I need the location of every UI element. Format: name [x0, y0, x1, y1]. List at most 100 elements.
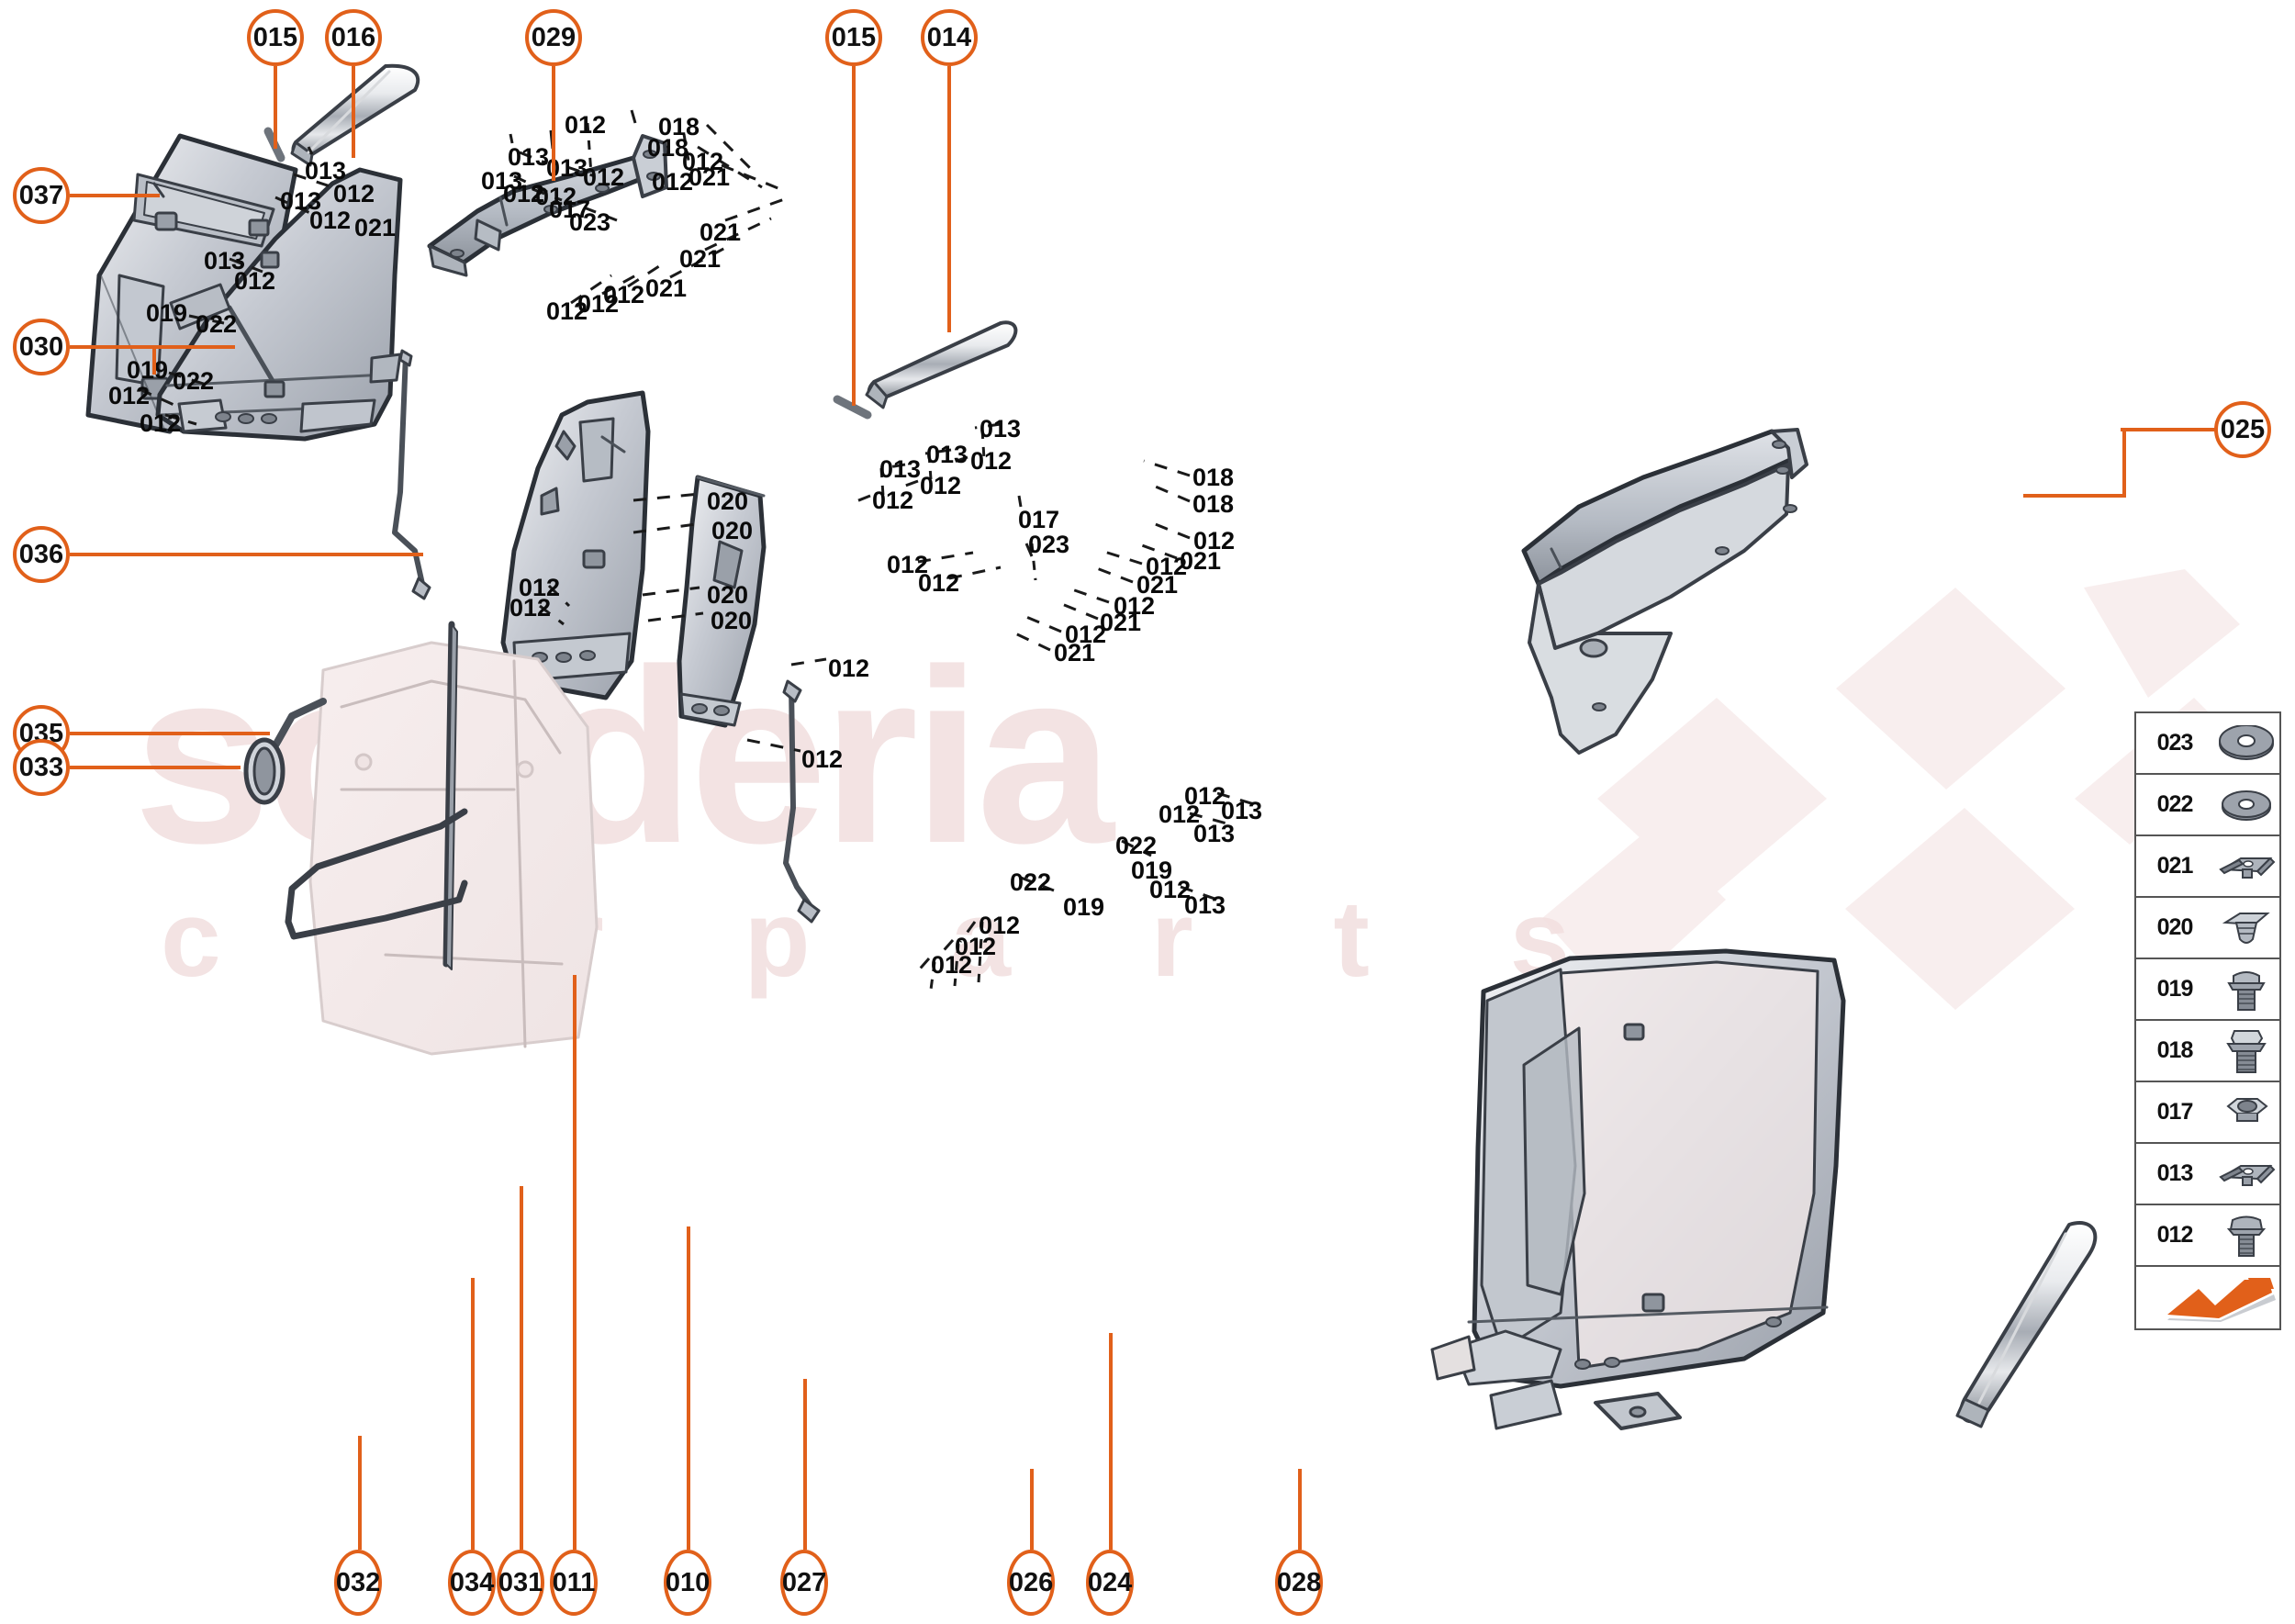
- callout-033[interactable]: 033: [13, 739, 70, 796]
- part-number-label: 012: [333, 180, 375, 207]
- legend-row[interactable]: 022: [2136, 775, 2279, 836]
- callout-015-right[interactable]: 015: [825, 9, 882, 66]
- part-number-label: 012: [887, 551, 929, 578]
- callout-label: 031: [498, 1567, 543, 1597]
- leader-line: [687, 1226, 690, 1550]
- part-number-label: 012: [234, 267, 276, 295]
- legend-row[interactable]: 013: [2136, 1144, 2279, 1205]
- leader-line: [70, 766, 241, 769]
- hex-flange-bolt-icon: [2213, 1021, 2279, 1081]
- brand-arrow-icon: [2160, 1267, 2279, 1328]
- part-number-label: 012: [918, 569, 960, 597]
- callout-label: 029: [531, 22, 577, 52]
- legend-row[interactable]: 020: [2136, 898, 2279, 959]
- part-number-label: 022: [173, 367, 215, 395]
- legend-part-number: 022: [2156, 791, 2194, 817]
- part-number-label: 019: [1131, 857, 1173, 884]
- legend-row[interactable]: 018: [2136, 1021, 2279, 1082]
- part-number-label: 020: [711, 607, 753, 634]
- part-number-label: 013: [1193, 820, 1236, 847]
- callout-025[interactable]: 025: [2214, 401, 2271, 458]
- part-number-label: 019: [146, 299, 188, 327]
- part-number-label: 012: [652, 168, 694, 196]
- callout-034[interactable]: 034: [448, 1550, 496, 1616]
- washer-large-icon: [2213, 713, 2279, 773]
- callout-029[interactable]: 029: [525, 9, 582, 66]
- leader-line: [70, 553, 423, 556]
- clip-nut-icon: [2213, 1144, 2279, 1204]
- callout-label: 025: [2220, 414, 2266, 444]
- legend-row[interactable]: [2136, 1267, 2279, 1328]
- part-number-label: 013: [508, 143, 550, 171]
- part-number-label: 012: [519, 574, 561, 601]
- hex-nut-icon: [2213, 1082, 2279, 1142]
- leader-line: [803, 1379, 807, 1550]
- part-number-label: 021: [1180, 547, 1222, 575]
- callout-label: 028: [1276, 1567, 1322, 1597]
- part-number-label: 017: [1018, 506, 1060, 533]
- legend-part-number: 012: [2156, 1222, 2194, 1248]
- callout-027[interactable]: 027: [780, 1550, 828, 1616]
- part-number-label: 020: [711, 517, 754, 544]
- legend-part-number: 023: [2156, 730, 2194, 756]
- part-number-label: 012: [1159, 801, 1201, 828]
- legend-part-number: 017: [2156, 1099, 2194, 1125]
- part-number-label: 012: [1184, 782, 1226, 810]
- callout-label: 010: [665, 1567, 711, 1597]
- part-number-label: 012: [872, 487, 914, 514]
- part-number-label: 021: [688, 163, 731, 191]
- part-number-label: 013: [280, 187, 322, 215]
- callout-031[interactable]: 031: [497, 1550, 544, 1616]
- checkered-flag-watermark: [1542, 569, 2240, 1010]
- callout-label: 032: [335, 1567, 381, 1597]
- part-number-label: 012: [682, 148, 724, 175]
- part-number-label: 012: [577, 290, 620, 318]
- part-number-label: 012: [503, 180, 545, 207]
- leader-line: [573, 975, 577, 1550]
- callout-014[interactable]: 014: [921, 9, 978, 66]
- callout-label: 036: [18, 539, 64, 569]
- part-number-label: 018: [1192, 464, 1235, 491]
- legend-part-number: 019: [2156, 976, 2194, 1002]
- callout-label: 033: [18, 752, 64, 782]
- callout-024[interactable]: 024: [1086, 1550, 1134, 1616]
- callout-011[interactable]: 011: [550, 1550, 598, 1616]
- callout-016[interactable]: 016: [325, 9, 382, 66]
- callout-010[interactable]: 010: [664, 1550, 711, 1616]
- leader-line: [70, 732, 270, 735]
- part-number-label: 012: [979, 912, 1021, 939]
- part-number-label: 020: [707, 581, 749, 609]
- callout-label: 015: [252, 22, 298, 52]
- callout-026[interactable]: 026: [1007, 1550, 1055, 1616]
- leader-line: [2122, 428, 2126, 496]
- callout-label: 026: [1008, 1567, 1054, 1597]
- part-number-label: 012: [931, 951, 973, 979]
- leader-line: [1030, 1469, 1034, 1550]
- leader-line: [352, 66, 355, 158]
- part-number-label: 021: [700, 218, 742, 246]
- part-number-label: 012: [1149, 876, 1192, 903]
- part-number-label: 020: [707, 487, 749, 515]
- part-number-label: 023: [1028, 531, 1070, 558]
- part-number-label: 012: [1146, 553, 1188, 580]
- leader-line: [152, 345, 156, 375]
- part-number-label: 012: [546, 297, 588, 325]
- leader-line: [358, 1436, 362, 1550]
- callout-037[interactable]: 037: [13, 167, 70, 224]
- callout-032[interactable]: 032: [334, 1550, 382, 1616]
- legend-row[interactable]: 017: [2136, 1082, 2279, 1144]
- part-number-label: 012: [1114, 592, 1156, 620]
- callout-030[interactable]: 030: [13, 319, 70, 375]
- legend-row[interactable]: 021: [2136, 836, 2279, 898]
- legend-row[interactable]: 012: [2136, 1205, 2279, 1267]
- part-number-label: 022: [196, 310, 238, 338]
- legend-row[interactable]: 019: [2136, 959, 2279, 1021]
- callout-label: 037: [18, 180, 64, 210]
- callout-028[interactable]: 028: [1275, 1550, 1323, 1616]
- legend-row[interactable]: 023: [2136, 713, 2279, 775]
- callout-036[interactable]: 036: [13, 526, 70, 583]
- washer-small-icon: [2213, 775, 2279, 834]
- part-number-label: 013: [926, 441, 968, 468]
- callout-015-top[interactable]: 015: [247, 9, 304, 66]
